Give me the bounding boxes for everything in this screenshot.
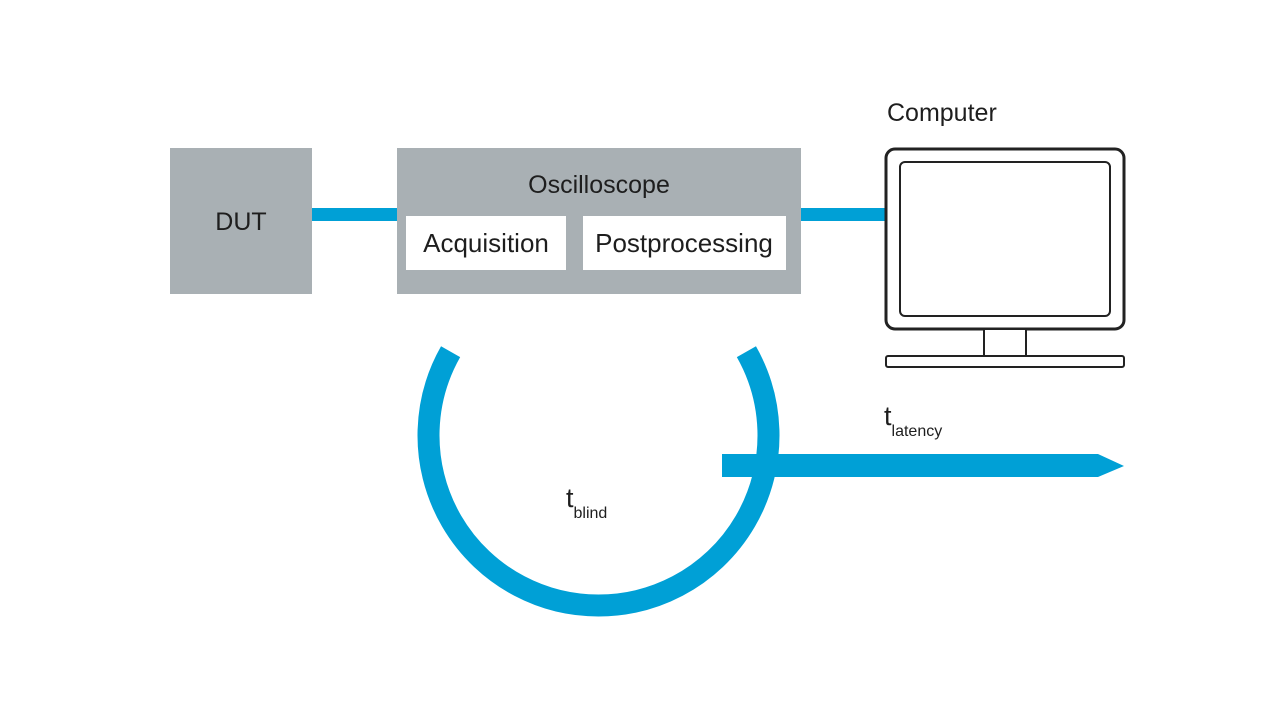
computer-label: Computer — [887, 99, 997, 127]
monitor-neck — [983, 328, 1027, 357]
blind-time-label: tblind — [566, 483, 607, 522]
postprocessing-box — [583, 216, 786, 270]
acquisition-box — [406, 216, 566, 270]
latency-symbol: t — [884, 401, 892, 431]
blind-time-symbol: t — [566, 483, 574, 513]
dut-block: DUT — [170, 148, 312, 294]
monitor-base — [885, 355, 1125, 368]
latency-subscript: latency — [892, 423, 943, 440]
latency-label: tlatency — [884, 401, 942, 440]
arc-end-cut — [440, 336, 470, 352]
computer-block: Computer — [884, 99, 1126, 368]
monitor-screen — [899, 161, 1111, 317]
oscilloscope-title: Oscilloscope — [528, 171, 670, 199]
monitor-icon — [884, 147, 1126, 368]
acquisition-label: Acquisition — [423, 228, 549, 258]
oscilloscope-block: Oscilloscope Acquisition Postprocessing — [397, 148, 801, 294]
dut-box — [170, 148, 312, 294]
blind-time-subscript: blind — [574, 505, 608, 522]
blind-time-cycle-arc — [417, 346, 780, 617]
dut-to-oscilloscope-link — [311, 208, 398, 221]
postprocessing-label: Postprocessing — [595, 228, 773, 258]
latency-arrow — [722, 454, 1124, 477]
dut-label: DUT — [215, 208, 266, 236]
oscilloscope-to-computer-link — [800, 208, 886, 221]
